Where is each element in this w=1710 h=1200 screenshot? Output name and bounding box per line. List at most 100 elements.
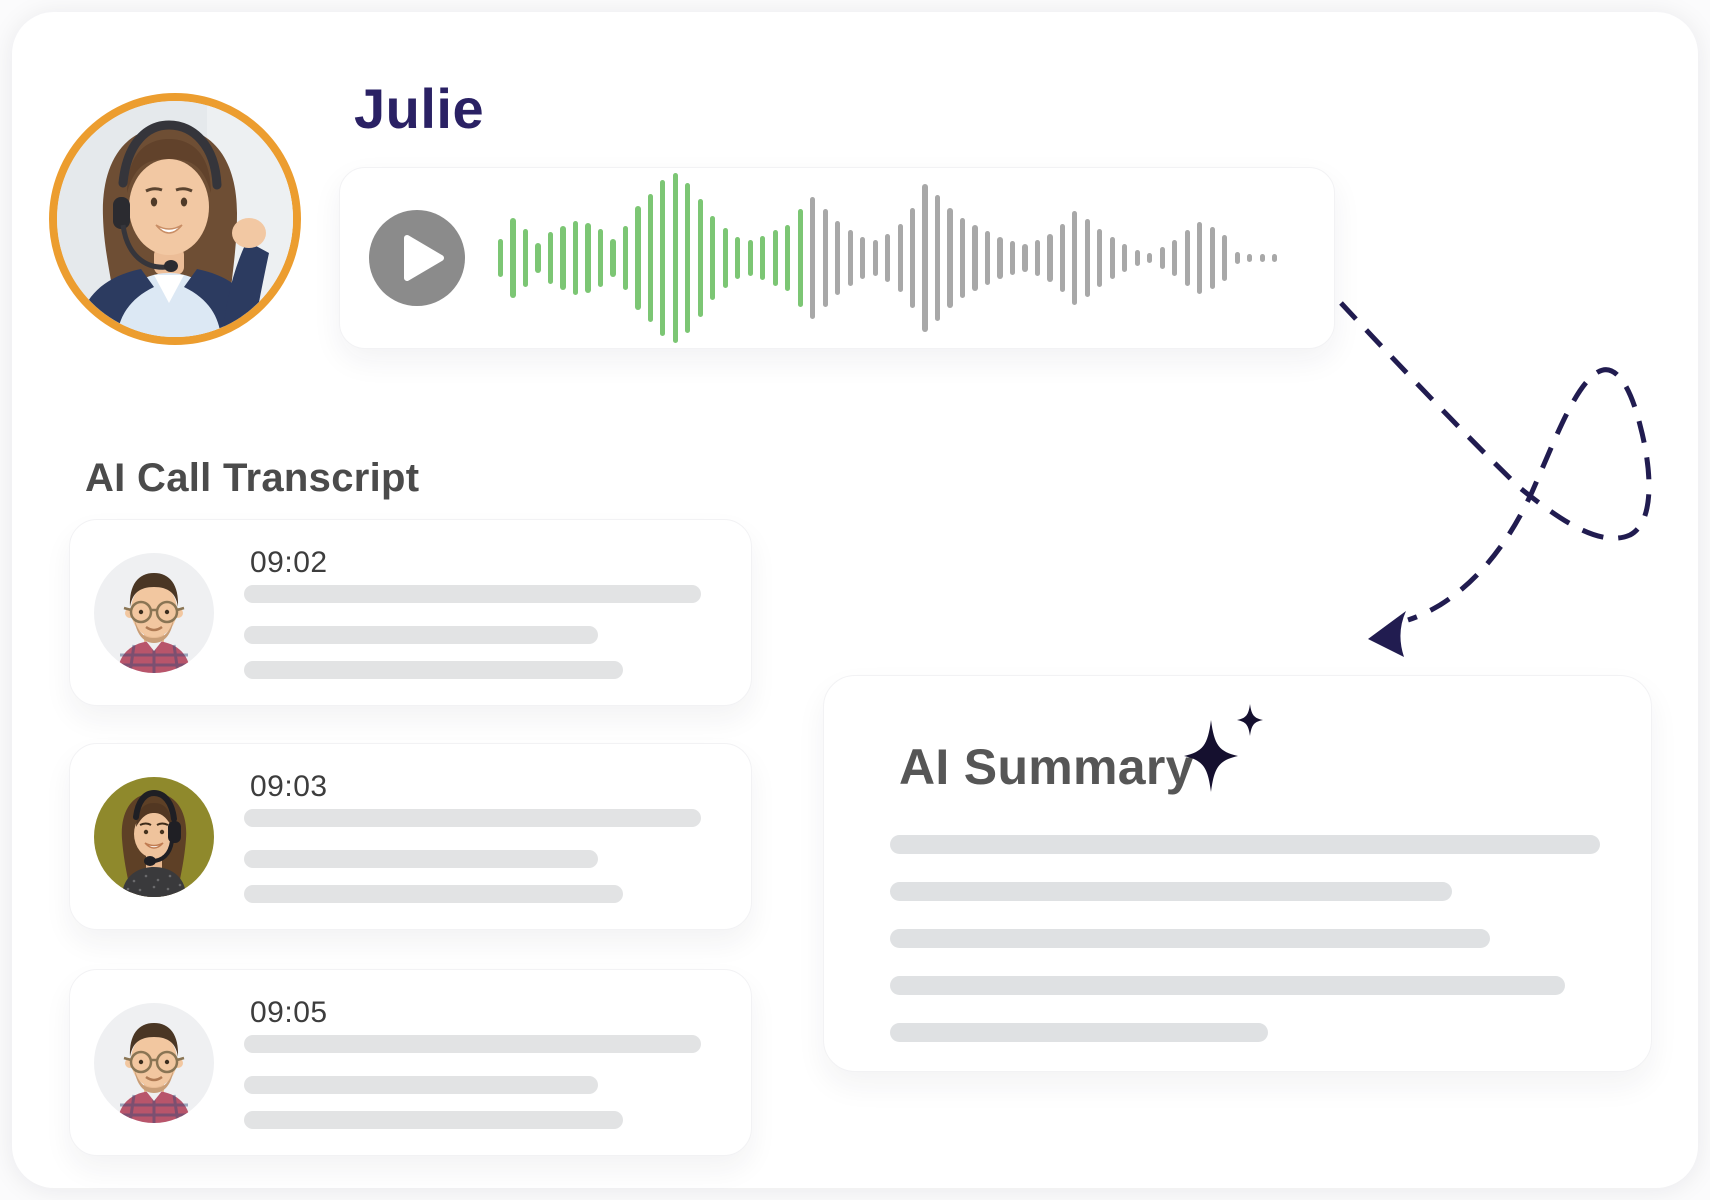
ai-summary-card: AI Summary <box>823 675 1652 1072</box>
waveform-bar <box>860 237 866 279</box>
waveform-bar <box>1072 211 1078 305</box>
placeholder-line <box>244 661 623 679</box>
sparkles-icon <box>1184 704 1263 792</box>
waveform-bar <box>760 236 766 280</box>
play-button[interactable] <box>369 210 465 306</box>
waveform-bar <box>610 239 616 277</box>
waveform-bar <box>660 180 666 336</box>
placeholder-line <box>890 976 1565 995</box>
male-customer-avatar <box>94 1003 214 1123</box>
waveform-bar <box>597 229 604 287</box>
waveform-bar <box>585 223 591 293</box>
waveform-bar <box>997 237 1003 279</box>
waveform-bar <box>872 240 878 276</box>
summary-placeholder-lines <box>890 835 1600 1070</box>
placeholder-line <box>890 1023 1268 1042</box>
waveform-bar <box>810 197 816 319</box>
waveform-bar <box>635 206 641 310</box>
transcript-placeholder-lines <box>244 809 701 903</box>
waveform-bar <box>1109 237 1115 279</box>
waveform-bar <box>1009 241 1016 275</box>
waveform-bar <box>785 225 791 291</box>
female-agent-avatar <box>94 777 214 897</box>
waveform-bar <box>972 225 978 291</box>
waveform-bar <box>622 226 629 290</box>
placeholder-line <box>890 835 1600 854</box>
transcript-placeholder-lines <box>244 585 701 679</box>
waveform-bar <box>672 173 678 343</box>
placeholder-line <box>244 885 623 903</box>
waveform-bar <box>535 243 541 273</box>
waveform-bar <box>735 237 741 279</box>
placeholder-line <box>244 626 598 644</box>
waveform-bar <box>1172 240 1178 276</box>
waveform-bar <box>697 199 703 317</box>
waveform-bar <box>1059 224 1065 292</box>
transcript-card[interactable]: 09:02 <box>69 519 752 706</box>
transcript-timestamp: 09:03 <box>250 770 328 803</box>
waveform-bar <box>1259 254 1265 262</box>
waveform-bar <box>647 194 653 322</box>
waveform-bar <box>947 208 953 308</box>
waveform-bar <box>498 239 504 277</box>
transcript-placeholder-lines <box>244 1035 701 1129</box>
waveform-bar <box>547 232 554 284</box>
placeholder-line <box>244 850 598 868</box>
waveform-bar <box>1184 230 1190 286</box>
waveform-bar <box>1247 254 1253 262</box>
waveform-bar <box>885 234 891 282</box>
speaker-name: Julie <box>354 77 485 140</box>
placeholder-line <box>244 1111 623 1129</box>
waveform-bar <box>772 230 778 286</box>
waveform-bar <box>572 221 579 295</box>
transcript-timestamp: 09:02 <box>250 546 328 579</box>
waveform-bar <box>1197 222 1203 294</box>
speaker-avatar <box>49 93 301 345</box>
waveform-bar <box>1147 253 1153 263</box>
placeholder-line <box>244 585 701 603</box>
waveform-bar <box>685 183 691 333</box>
waveform-bar <box>984 231 991 285</box>
waveform-bar <box>897 224 903 292</box>
waveform-bar <box>797 209 803 307</box>
summary-title: AI Summary <box>899 739 1194 795</box>
audio-player-card <box>339 167 1335 349</box>
waveform-bar <box>822 209 828 307</box>
waveform-bar <box>722 228 728 288</box>
waveform-bar <box>510 218 516 298</box>
transcript-card[interactable]: 09:05 <box>69 969 752 1156</box>
waveform-bar <box>1209 227 1215 289</box>
transcript-section-title: AI Call Transcript <box>85 456 420 500</box>
placeholder-line <box>244 809 701 827</box>
male-customer-avatar <box>94 553 214 673</box>
transcript-timestamp: 09:05 <box>250 996 328 1029</box>
waveform-bar <box>1272 254 1278 262</box>
waveform-bar <box>1159 247 1165 269</box>
waveform-bar <box>710 216 716 300</box>
transcript-card[interactable]: 09:03 <box>69 743 752 930</box>
waveform-bar <box>747 240 753 276</box>
waveform-bar <box>1222 235 1228 281</box>
waveform-bar <box>1084 219 1090 297</box>
waveform-bar <box>560 226 566 290</box>
waveform-bar <box>1234 252 1240 264</box>
waveform-bar <box>1034 240 1041 276</box>
waveform-bar <box>847 230 853 286</box>
waveform-bar <box>959 218 966 298</box>
waveform-bar <box>522 229 529 287</box>
waveform-bar <box>1122 244 1128 272</box>
placeholder-line <box>244 1035 701 1053</box>
waveform-bar <box>909 208 916 308</box>
waveform-bar <box>835 221 841 295</box>
female-agent-avatar-illustration <box>57 101 293 337</box>
placeholder-line <box>890 882 1452 901</box>
waveform-bar <box>1022 244 1028 272</box>
waveform-bar <box>1097 229 1103 287</box>
waveform-bar <box>922 184 928 332</box>
placeholder-line <box>890 929 1490 948</box>
waveform[interactable] <box>498 168 1278 348</box>
play-icon <box>404 235 444 281</box>
waveform-bar <box>934 195 941 321</box>
waveform-bar <box>1134 250 1140 266</box>
